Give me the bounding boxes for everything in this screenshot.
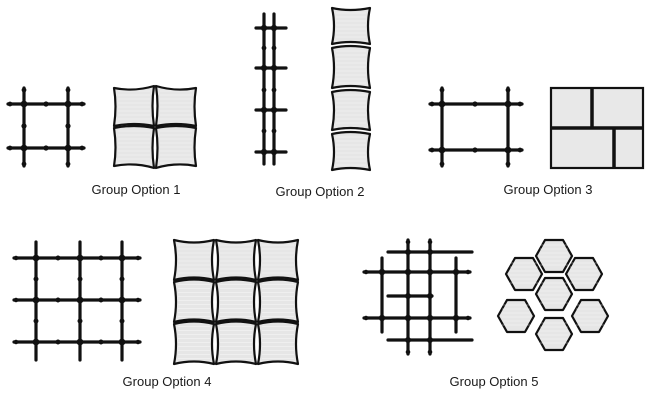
cell-shading bbox=[178, 284, 210, 317]
group-5-hexagons bbox=[496, 238, 610, 352]
cell-shading bbox=[160, 90, 192, 120]
cell-shading bbox=[262, 244, 294, 274]
cell-shading bbox=[336, 94, 366, 124]
cell-shading bbox=[336, 50, 366, 84]
cell-shading bbox=[336, 136, 366, 166]
cell-shading bbox=[178, 244, 210, 274]
group-2-frame bbox=[254, 12, 288, 166]
group-1-label: Group Option 1 bbox=[92, 182, 181, 197]
cell-shading bbox=[336, 12, 366, 38]
group-option-5[interactable]: Group Option 5 bbox=[362, 238, 610, 389]
group-1-cells bbox=[112, 84, 198, 170]
group-option-1[interactable]: Group Option 1 bbox=[6, 84, 198, 197]
group-5-label: Group Option 5 bbox=[450, 374, 539, 389]
cell-shading bbox=[220, 326, 252, 359]
group-2-label: Group Option 2 bbox=[276, 184, 365, 199]
cell-shading bbox=[178, 326, 210, 359]
cell-shading bbox=[160, 130, 192, 164]
cell-shading bbox=[540, 244, 568, 266]
group-option-3[interactable]: Group Option 3 bbox=[428, 86, 645, 197]
group-4-label: Group Option 4 bbox=[123, 374, 212, 389]
cell-shading bbox=[570, 262, 598, 284]
cell-shading bbox=[576, 304, 604, 326]
cell-shading bbox=[118, 90, 150, 120]
group-4-frame bbox=[12, 240, 142, 362]
cell-shading bbox=[510, 262, 538, 284]
group-option-2[interactable]: Group Option 2 bbox=[254, 6, 372, 199]
cell-shading bbox=[220, 244, 252, 274]
cell-shading bbox=[540, 282, 568, 304]
cell-shading bbox=[118, 130, 150, 164]
group-3-frame bbox=[428, 86, 524, 168]
group-option-4[interactable]: Group Option 4 bbox=[12, 238, 300, 389]
cell-shading bbox=[220, 284, 252, 317]
group-2-cells bbox=[330, 6, 372, 172]
group-1-frame bbox=[6, 86, 86, 168]
cell-shading bbox=[502, 304, 530, 326]
cell-shading bbox=[262, 326, 294, 359]
group-3-label: Group Option 3 bbox=[504, 182, 593, 197]
group-5-frame bbox=[362, 238, 474, 356]
group-4-cells bbox=[172, 238, 300, 366]
group-3-bricks bbox=[549, 86, 645, 170]
cell-shading bbox=[262, 284, 294, 317]
cell-shading bbox=[540, 322, 568, 344]
